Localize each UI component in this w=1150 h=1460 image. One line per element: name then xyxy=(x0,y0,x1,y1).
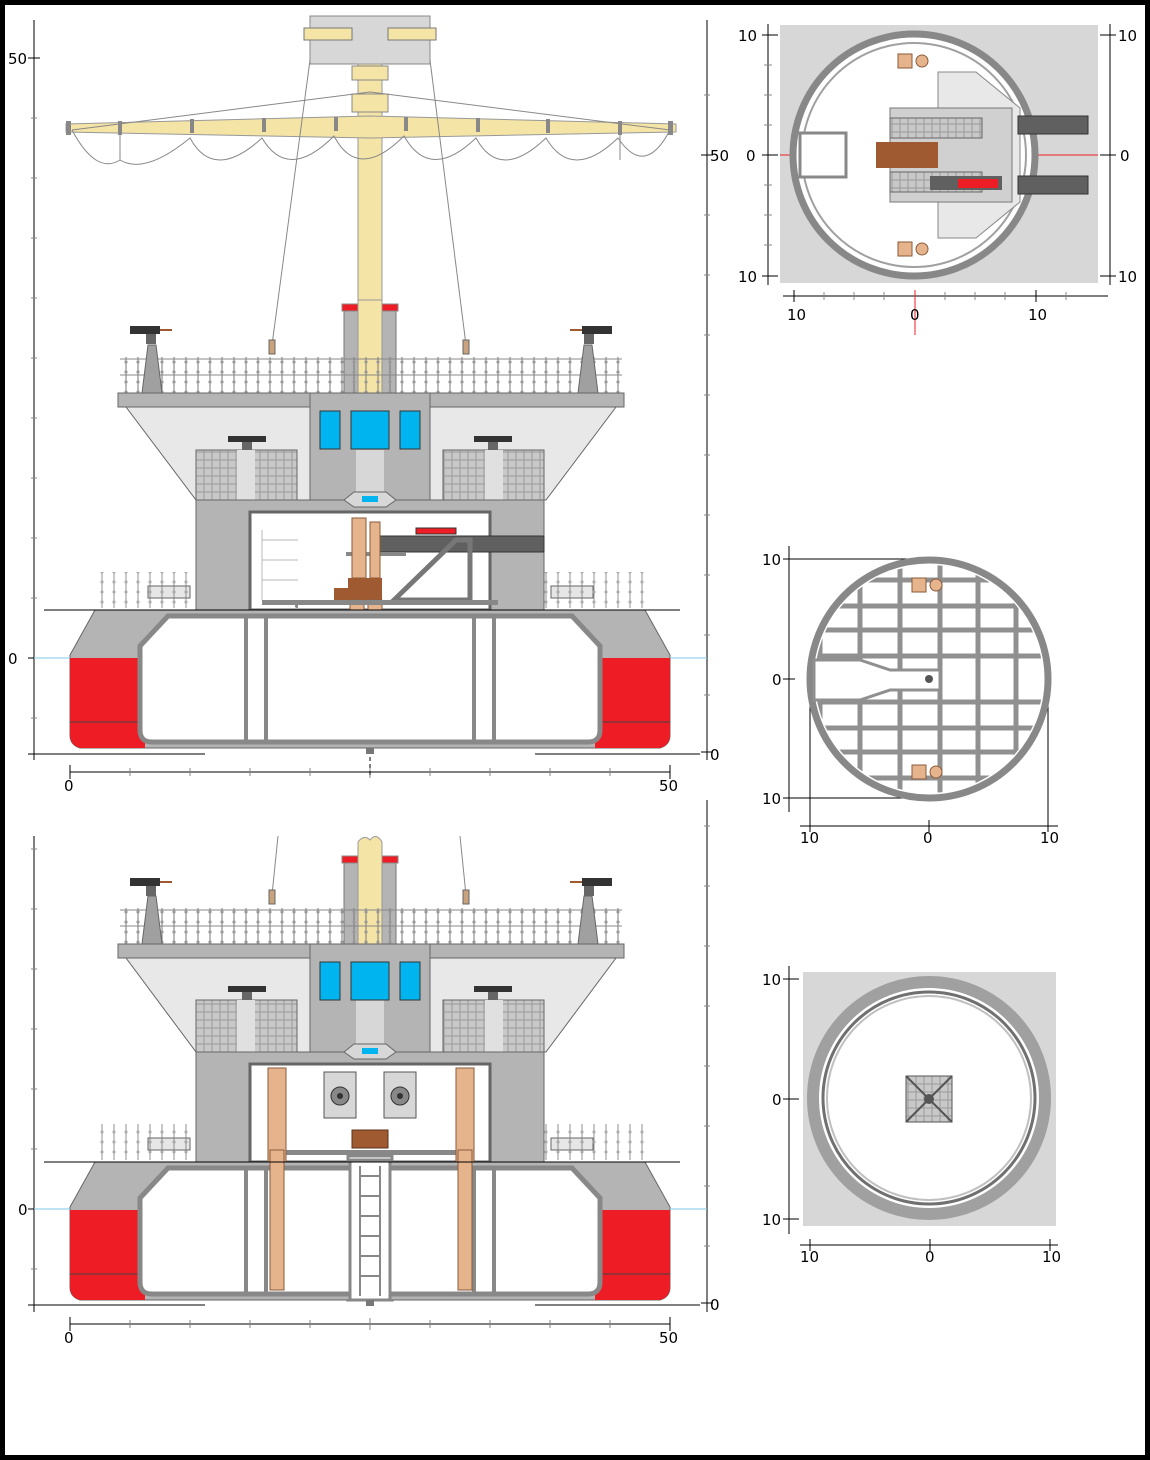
scale-label: 10 xyxy=(1118,268,1137,286)
porthole-window-icon xyxy=(319,410,341,450)
side-elevation-upper: 50 0 50 0 0 50 xyxy=(8,15,729,795)
scale-label: 10 xyxy=(1040,829,1059,847)
scale-label: 0 xyxy=(923,829,933,847)
scale-label: 0 xyxy=(1120,147,1130,165)
scale-label: 10 xyxy=(738,27,757,45)
gun-turret-icon xyxy=(130,326,612,394)
scale-label: 10 xyxy=(1042,1248,1061,1266)
scale-bottom-upper xyxy=(28,750,700,779)
scale-label: 0 xyxy=(746,147,756,165)
scale-label: 0 xyxy=(18,1201,28,1219)
scale-label: 0 xyxy=(772,671,782,689)
scale-label: 0 xyxy=(910,306,920,324)
scale-label: 0 xyxy=(925,1248,935,1266)
plan-view-turret: 10 10 0 0 10 10 10 0 10 xyxy=(738,24,1137,335)
scale-label: 50 xyxy=(8,50,27,68)
scale-label: 10 xyxy=(800,1248,819,1266)
scale-label: 0 xyxy=(710,746,720,764)
scale-label: 10 xyxy=(762,971,781,989)
scale-label: 0 xyxy=(710,1296,720,1314)
scale-label: 10 xyxy=(787,306,806,324)
plan-view-grid-deck: 10 0 10 10 0 10 xyxy=(762,546,1059,847)
scale-right-upper xyxy=(701,20,713,760)
scale-label: 10 xyxy=(762,790,781,808)
scale-label: 0 xyxy=(772,1091,782,1109)
scale-label: 10 xyxy=(762,1211,781,1229)
scale-label: 50 xyxy=(659,1329,678,1347)
scale-label: 10 xyxy=(738,268,757,286)
side-elevation-lower: 0 0 0 50 xyxy=(18,800,720,1347)
scale-label: 0 xyxy=(8,650,18,668)
scale-label: 10 xyxy=(762,551,781,569)
scale-label: 50 xyxy=(659,777,678,795)
scale-label: 10 xyxy=(800,829,819,847)
scale-label: 50 xyxy=(710,147,729,165)
scale-label: 0 xyxy=(64,1329,74,1347)
scale-label: 10 xyxy=(1118,27,1137,45)
scale-left-upper xyxy=(28,20,40,760)
scale-label: 10 xyxy=(1028,306,1047,324)
scale-label: 0 xyxy=(64,777,74,795)
plan-view-ring: 10 0 10 10 0 10 xyxy=(762,966,1061,1266)
